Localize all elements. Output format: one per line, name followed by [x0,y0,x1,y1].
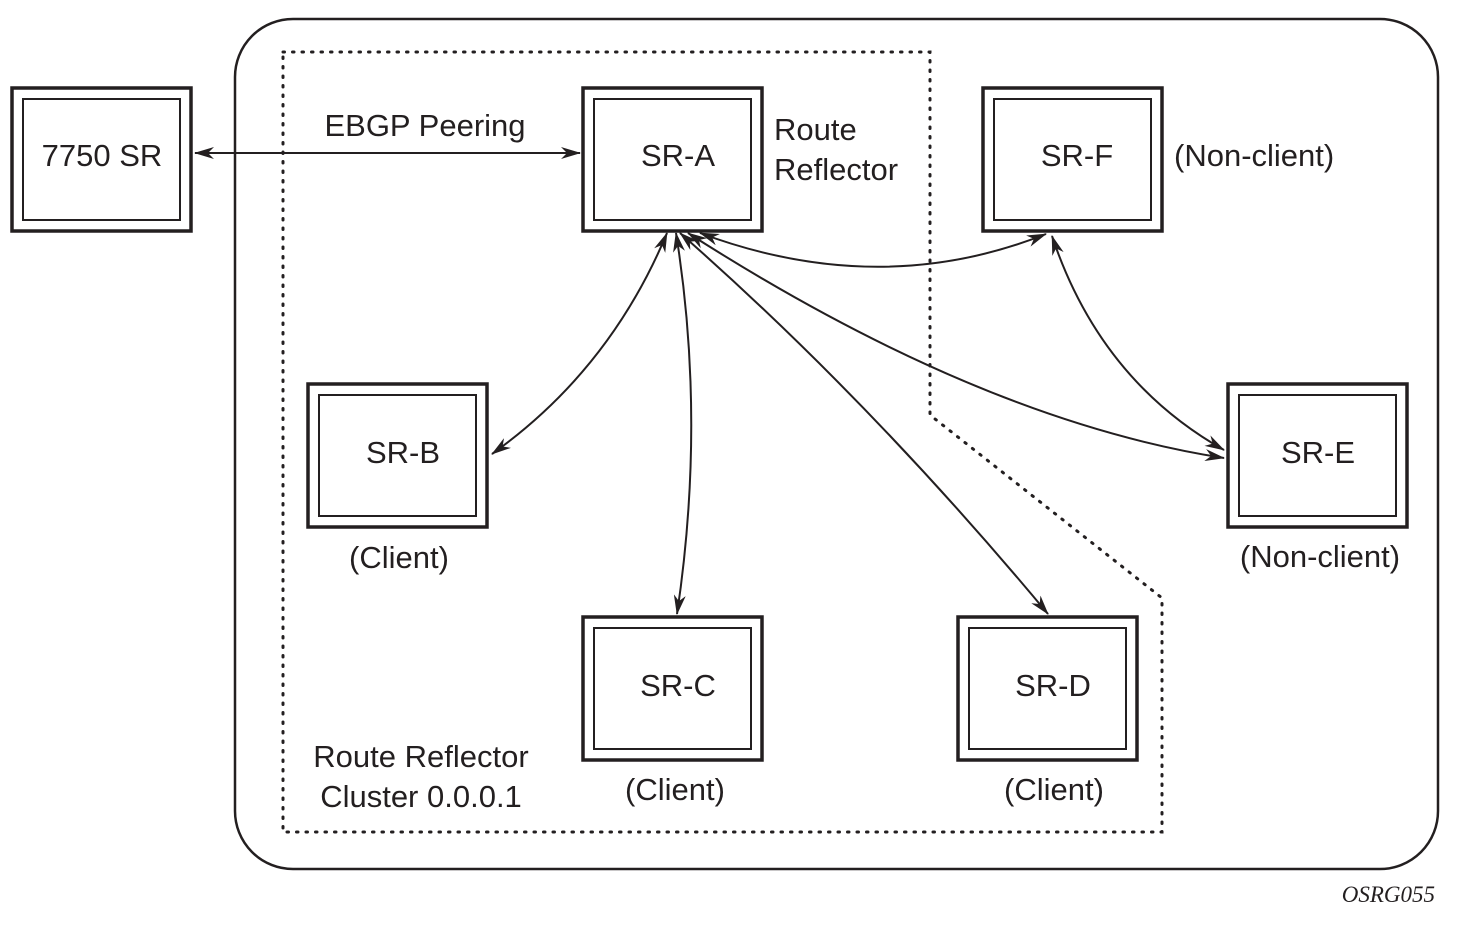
router-sr-f: SR-F [981,86,1164,233]
route-reflector-role-line1: Route [774,112,857,147]
sr-e-role-label: (Non-client) [1240,539,1400,574]
ebgp-peering-label: EBGP Peering [324,108,525,143]
link-sr-f-sr-e [1051,235,1225,451]
cluster-label-line2: Cluster 0.0.0.1 [320,779,522,814]
router-label-sr-e: SR-E [1281,435,1355,470]
sr-d-role-label: (Client) [1004,772,1104,807]
link-sr-a-sr-f [699,232,1047,268]
route-reflector-role-line2: Reflector [774,152,898,187]
router-sr-c: SR-C [581,615,764,762]
router-label-sr-a: SR-A [641,138,715,173]
router-label-7750-sr: 7750 SR [42,138,163,173]
sr-b-role-label: (Client) [349,540,449,575]
link-sr-a-sr-c [673,232,693,615]
sr-f-role-label: (Non-client) [1174,138,1334,173]
cluster-label-line1: Route Reflector [313,739,528,774]
router-label-sr-c: SR-C [640,668,716,703]
cluster-boundary [281,50,1164,834]
router-label-sr-f: SR-F [1041,138,1113,173]
link-sr-a-sr-d [679,232,1049,615]
router-label-sr-b: SR-B [366,435,440,470]
link-sr-a-sr-e [687,232,1225,461]
router-sr-d: SR-D [956,615,1139,762]
router-7750-sr: 7750 SR [10,86,193,233]
sr-c-role-label: (Client) [625,772,725,807]
router-sr-b: SR-B [306,382,489,529]
router-sr-a: SR-A [581,86,764,233]
router-label-sr-d: SR-D [1015,668,1091,703]
figure-id: OSRG055 [1342,882,1435,907]
as-boundary [233,17,1440,871]
router-sr-e: SR-E [1226,382,1409,529]
link-sr-a-sr-b [491,232,668,455]
connections [194,147,1225,615]
